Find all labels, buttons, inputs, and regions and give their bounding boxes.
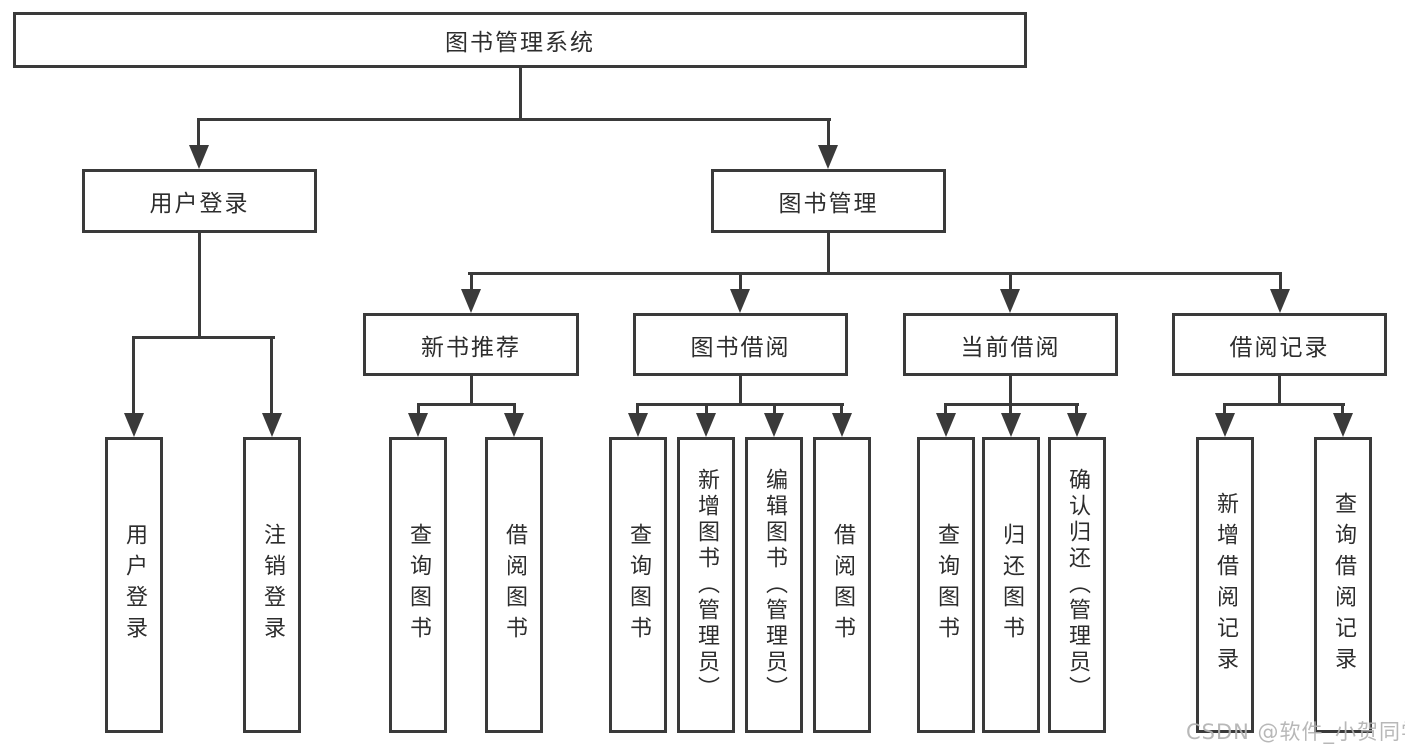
node-new-book-recommendation: 新书推荐	[363, 313, 579, 376]
connector-vline	[1279, 272, 1282, 292]
arrow-down-icon	[1333, 413, 1353, 437]
arrow-down-icon	[730, 289, 750, 313]
connector-vline	[840, 403, 843, 416]
leaf-confirm-return-admin: 确认归还（管理员）	[1048, 437, 1106, 733]
arrow-down-icon	[1000, 289, 1020, 313]
leaf-query-books-recommend: 查询图书	[389, 437, 447, 733]
connector-vline	[827, 118, 830, 148]
connector-vline	[1009, 376, 1012, 406]
connector-vline	[417, 403, 420, 416]
node-label: 借阅图书	[830, 523, 855, 647]
arrow-down-icon	[1067, 413, 1087, 437]
arrow-down-icon	[832, 413, 852, 437]
leaf-edit-book-admin: 编辑图书（管理员）	[745, 437, 803, 733]
connector-hline	[417, 403, 516, 406]
leaf-query-books-borrowing: 查询图书	[609, 437, 667, 733]
node-label: 查询图书	[934, 523, 959, 647]
arrow-down-icon	[936, 413, 956, 437]
connector-vline	[270, 336, 273, 416]
arrow-down-icon	[262, 413, 282, 437]
node-label: 图书管理系统	[445, 30, 595, 56]
node-user-login-branch: 用户登录	[82, 169, 317, 233]
leaf-logout: 注销登录	[243, 437, 301, 733]
node-label: 新增图书（管理员）	[694, 468, 719, 702]
arrow-down-icon	[1215, 413, 1235, 437]
connector-vline	[1223, 403, 1226, 416]
connector-vline	[773, 403, 776, 416]
leaf-borrow-books: 借阅图书	[813, 437, 871, 733]
connector-vline	[636, 403, 639, 416]
node-label: 用户登录	[149, 191, 250, 217]
connector-vline	[513, 403, 516, 416]
leaf-query-borrow-record: 查询借阅记录	[1314, 437, 1372, 733]
node-label: 新增借阅记录	[1213, 492, 1238, 678]
node-label: 图书借阅	[690, 334, 791, 361]
connector-vline	[705, 403, 708, 416]
arrow-down-icon	[818, 145, 838, 169]
arrow-down-icon	[408, 413, 428, 437]
leaf-add-book-admin: 新增图书（管理员）	[677, 437, 735, 733]
arrow-down-icon	[1001, 413, 1021, 437]
connector-vline	[1009, 272, 1012, 292]
connector-vline	[1341, 403, 1344, 416]
node-label: 借阅记录	[1229, 334, 1330, 361]
node-book-borrowing: 图书借阅	[633, 313, 848, 376]
node-library-management-system: 图书管理系统	[13, 12, 1027, 68]
connector-vline	[198, 233, 201, 338]
node-book-management: 图书管理	[711, 169, 946, 233]
connector-hline	[468, 272, 1282, 275]
connector-hline	[132, 336, 275, 339]
node-borrowing-records: 借阅记录	[1172, 313, 1387, 376]
connector-vline	[470, 376, 473, 406]
leaf-add-borrow-record: 新增借阅记录	[1196, 437, 1254, 733]
connector-vline	[132, 336, 135, 416]
arrow-down-icon	[189, 145, 209, 169]
arrow-down-icon	[696, 413, 716, 437]
leaf-user-login: 用户登录	[105, 437, 163, 733]
node-current-borrowing: 当前借阅	[903, 313, 1118, 376]
csdn-watermark: CSDN @软件_小贺同学	[1186, 720, 1405, 744]
connector-vline	[944, 403, 947, 416]
arrow-down-icon	[124, 413, 144, 437]
node-label: 编辑图书（管理员）	[762, 468, 787, 702]
leaf-query-books-current: 查询图书	[917, 437, 975, 733]
arrow-down-icon	[1270, 289, 1290, 313]
arrow-down-icon	[764, 413, 784, 437]
arrow-down-icon	[461, 289, 481, 313]
connector-vline	[827, 233, 830, 275]
node-label: 归还图书	[999, 523, 1024, 647]
connector-vline	[197, 118, 200, 148]
connector-vline	[470, 272, 473, 292]
node-label: 查询图书	[626, 523, 651, 647]
node-label: 新书推荐	[421, 334, 521, 361]
node-label: 当前借阅	[960, 334, 1061, 361]
connector-hline	[636, 403, 844, 406]
connector-vline	[1278, 376, 1281, 406]
arrow-down-icon	[628, 413, 648, 437]
leaf-return-book: 归还图书	[982, 437, 1040, 733]
connector-hline	[197, 118, 831, 121]
node-label: 借阅图书	[502, 523, 527, 647]
node-label: 查询图书	[406, 523, 431, 647]
node-label: 查询借阅记录	[1331, 492, 1356, 678]
connector-vline	[1009, 403, 1012, 416]
node-label: 确认归还（管理员）	[1065, 468, 1090, 702]
connector-vline	[739, 272, 742, 292]
leaf-borrow-books-recommend: 借阅图书	[485, 437, 543, 733]
connector-vline	[519, 68, 522, 121]
connector-vline	[1075, 403, 1078, 416]
node-label: 图书管理	[778, 191, 879, 217]
node-label: 用户登录	[122, 523, 147, 647]
arrow-down-icon	[504, 413, 524, 437]
connector-hline	[1223, 403, 1345, 406]
connector-vline	[739, 376, 742, 406]
node-label: 注销登录	[260, 523, 285, 647]
